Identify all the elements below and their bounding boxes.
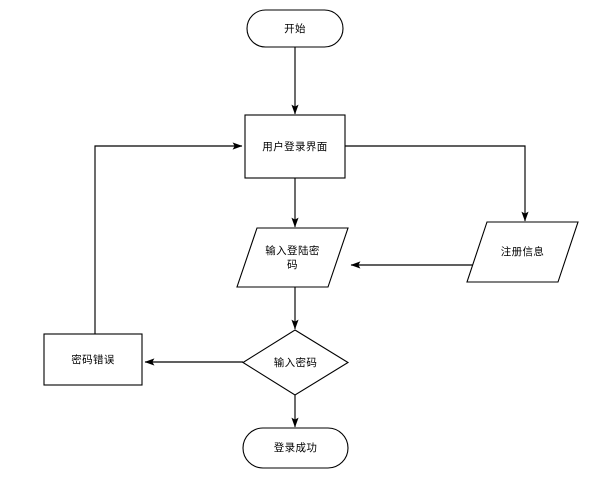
- node-shape-password-error[interactable]: [43, 333, 143, 386]
- node-shape-check-password[interactable]: [241, 329, 350, 396]
- node-shape-login-ui[interactable]: [244, 114, 346, 179]
- edge-error-to-login: [94, 142, 243, 334]
- node-shape-input-password[interactable]: [236, 227, 349, 288]
- node-shape-register-info[interactable]: [466, 221, 579, 283]
- node-shape-login-success[interactable]: [242, 427, 349, 469]
- edge-login-to-register: [345, 145, 529, 222]
- node-shape-start[interactable]: [246, 9, 344, 48]
